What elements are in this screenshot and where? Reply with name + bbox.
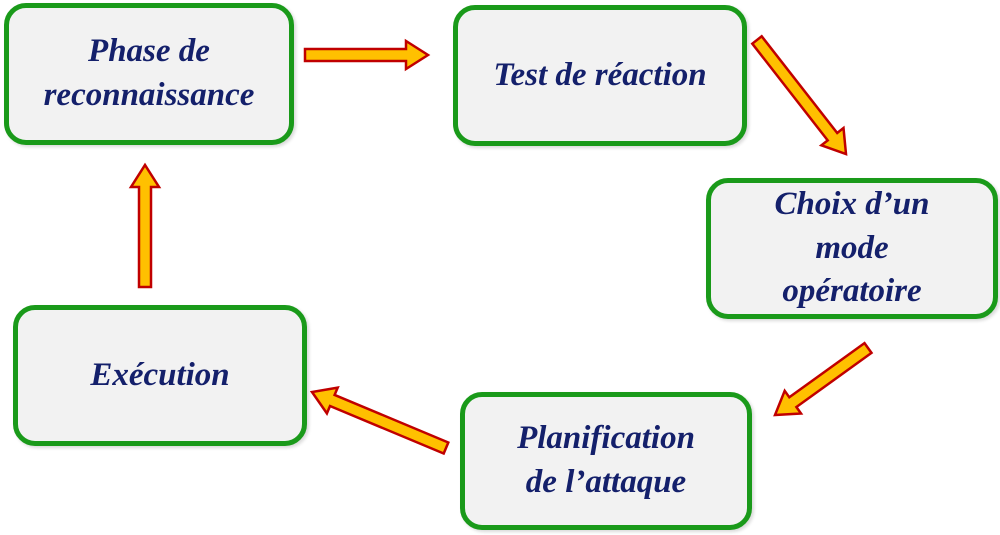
arrow-reconnaissance-to-test	[303, 38, 431, 72]
arrow-choix-to-planification	[773, 341, 874, 417]
node-label: Test de réaction	[493, 56, 707, 93]
node-phase-de-reconnaissance: Phase de reconnaissance	[4, 3, 294, 145]
arrow-execution-to-reconnaissance	[128, 162, 162, 289]
node-label: Exécution	[90, 356, 230, 393]
node-execution: Exécution	[13, 305, 307, 446]
node-test-de-reaction: Test de réaction	[453, 5, 747, 146]
node-label: Phase de reconnaissance	[43, 33, 255, 113]
node-label: Planification de l’attaque	[517, 420, 695, 500]
node-choix-mode-operatoire: Choix d’un mode opératoire	[706, 178, 998, 319]
arrow-test-to-choix	[750, 34, 848, 156]
node-label: Choix d’un mode opératoire	[774, 186, 930, 310]
arrow-planification-to-execution	[309, 385, 450, 456]
node-planification-attaque: Planification de l’attaque	[460, 392, 752, 530]
